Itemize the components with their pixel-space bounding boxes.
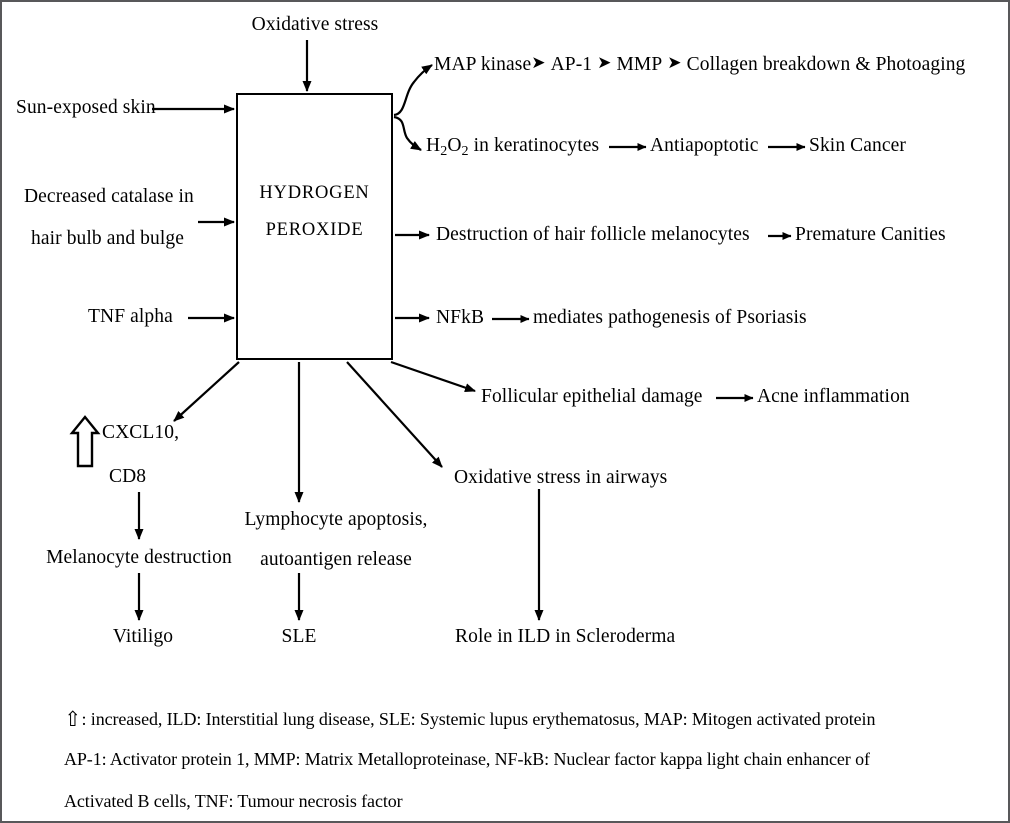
node-map-kinase: MAP kinase	[434, 54, 532, 75]
legend-line-3: Activated B cells, TNF: Tumour necrosis …	[64, 791, 403, 811]
label-sun-exposed-skin: Sun-exposed skin	[16, 97, 156, 118]
h2o2-suffix: in keratinocytes	[468, 135, 600, 156]
node-antiapoptotic: Antiapoptotic	[650, 135, 759, 156]
node-cd8: CD8	[109, 466, 147, 487]
node-vitiligo: Vitiligo	[112, 626, 174, 647]
arrow-box-to-cxcl10	[173, 361, 240, 422]
increased-up-arrow-icon	[69, 415, 101, 468]
dart-icon-1: ➤	[531, 53, 546, 72]
node-acne-inflammation: Acne inflammation	[757, 386, 910, 407]
node-ap1: AP-1	[550, 54, 593, 75]
node-lymphocyte-apoptosis: Lymphocyte apoptosis,	[244, 509, 428, 530]
label-oxidative-stress-top: Oxidative stress	[251, 14, 379, 35]
chain-map-kinase: MAP kinase➤ AP-1 ➤ MMP ➤ Collagen breakd…	[434, 54, 965, 75]
node-follicular-epithelial-damage: Follicular epithelial damage	[481, 386, 703, 407]
node-skin-cancer: Skin Cancer	[809, 135, 906, 156]
hydrogen-peroxide-box: HYDROGEN PEROXIDE	[236, 93, 393, 360]
node-sle: SLE	[281, 626, 317, 647]
increased-arrow-glyph-icon: ⇧	[64, 707, 82, 731]
h2o2-formula: H2O2	[426, 135, 469, 159]
hydrogen-peroxide-line2: PEROXIDE	[265, 220, 364, 240]
node-oxidative-stress-airways: Oxidative stress in airways	[454, 467, 668, 488]
node-melanocyte-destruction: Melanocyte destruction	[46, 547, 232, 568]
node-nfkb: NFkB	[436, 307, 485, 328]
node-hair-follicle-destruction: Destruction of hair follicle melanocytes	[436, 224, 750, 245]
hydrogen-peroxide-line1: HYDROGEN	[259, 183, 370, 203]
node-psoriasis-pathogenesis: mediates pathogenesis of Psoriasis	[533, 307, 807, 328]
arrow-box-to-h2o2	[393, 115, 422, 151]
node-ild-scleroderma: Role in ILD in Scleroderma	[455, 626, 676, 647]
node-collagen-breakdown: Collagen breakdown & Photoaging	[686, 54, 966, 75]
label-decreased-catalase-line2: hair bulb and bulge	[31, 228, 184, 249]
arrow-box-to-follicular-damage	[390, 360, 476, 393]
node-mmp: MMP	[616, 54, 663, 75]
legend-line-2: AP-1: Activator protein 1, MMP: Matrix M…	[64, 749, 870, 769]
legend-line-1: ⇧: increased, ILD: Interstitial lung dis…	[64, 707, 996, 732]
node-autoantigen-release: autoantigen release	[260, 549, 412, 570]
node-h2o2-keratinocytes: H2O2 in keratinocytes	[426, 136, 599, 158]
arrow-box-to-oxidative-airways	[346, 361, 443, 468]
dart-icon-2: ➤	[597, 53, 612, 72]
node-cxcl10: CXCL10,	[102, 422, 180, 443]
node-premature-canities: Premature Canities	[795, 224, 946, 245]
legend-line-1-text: : increased, ILD: Interstitial lung dise…	[81, 709, 876, 729]
label-decreased-catalase-line1: Decreased catalase in	[24, 186, 194, 207]
arrow-box-to-map-kinase	[393, 64, 433, 117]
dart-icon-3: ➤	[667, 53, 682, 72]
label-tnf-alpha: TNF alpha	[88, 306, 173, 327]
